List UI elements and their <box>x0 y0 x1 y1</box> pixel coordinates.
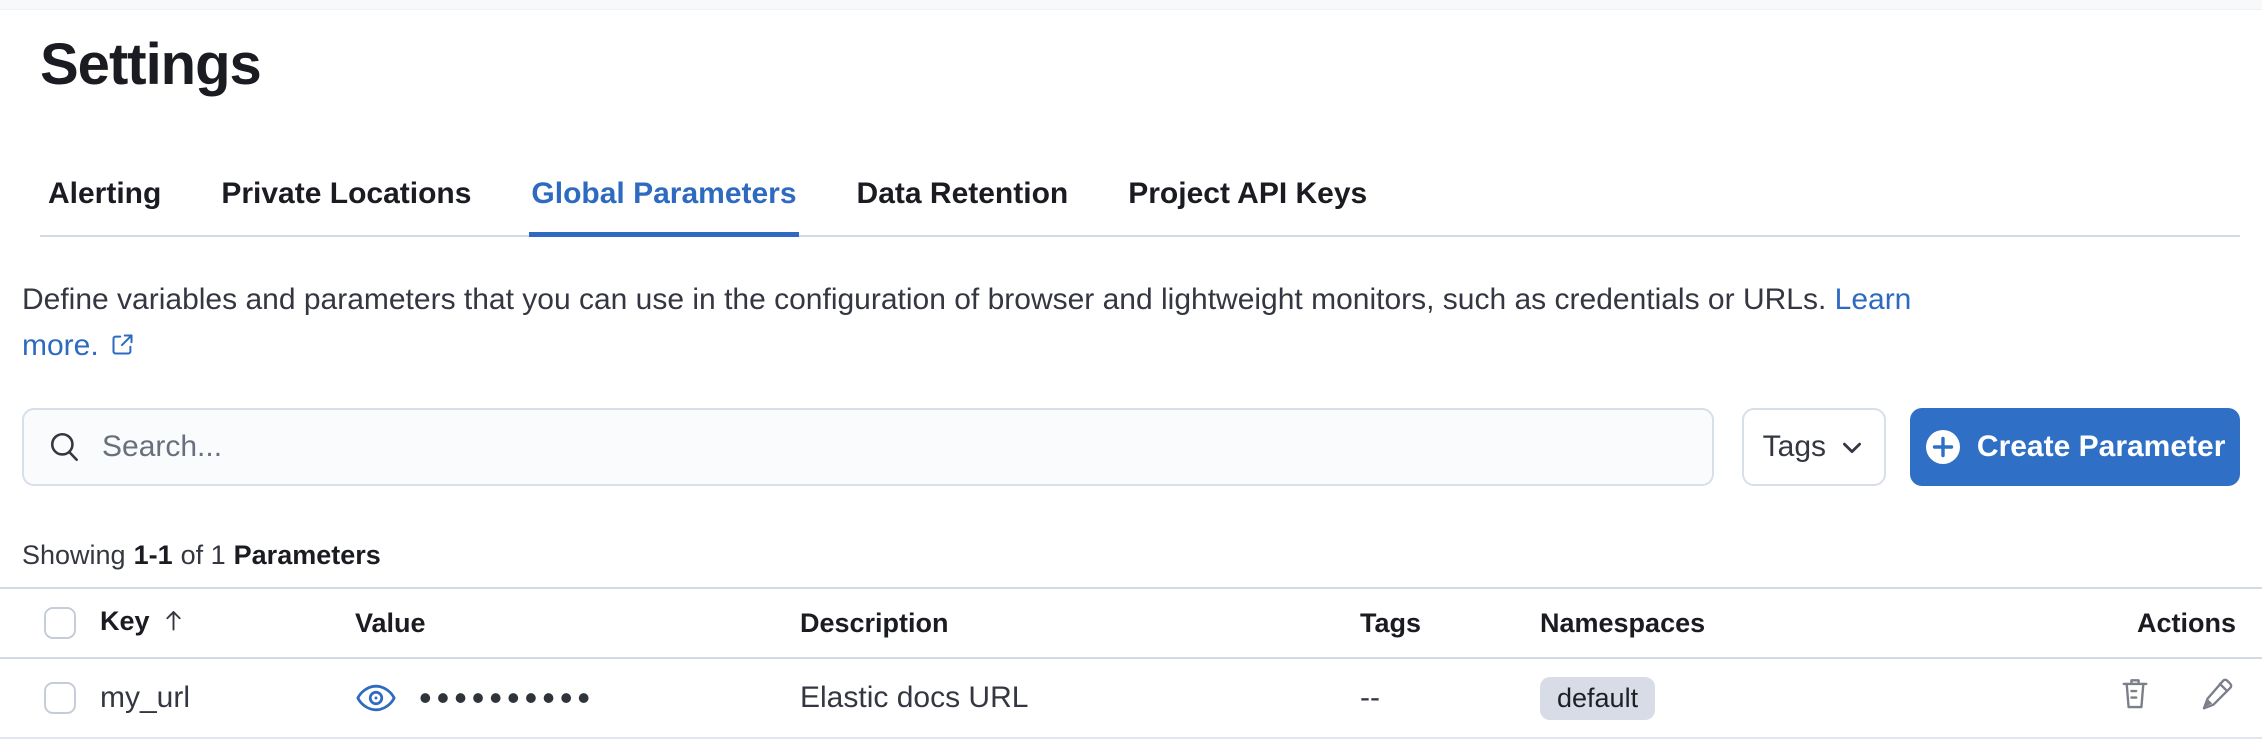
column-header-value: Value <box>355 607 426 638</box>
tab-global-parameters[interactable]: Global Parameters <box>529 170 799 237</box>
popout-icon <box>109 326 136 372</box>
delete-button[interactable] <box>2116 675 2154 713</box>
search-box[interactable] <box>22 408 1715 486</box>
chevron-down-icon <box>1843 442 1862 454</box>
results-range: 1-1 <box>133 540 173 570</box>
description-text: Define variables and parameters that you… <box>22 283 1827 316</box>
tab-data-retention[interactable]: Data Retention <box>855 170 1071 237</box>
window-top-edge <box>0 0 2262 10</box>
trash-icon <box>2122 679 2148 709</box>
pencil-icon <box>2202 678 2233 710</box>
create-parameter-button[interactable]: Create Parameter <box>1910 408 2240 486</box>
plus-in-circle-icon <box>1925 430 1960 464</box>
namespace-badge: default <box>1540 676 1656 720</box>
column-header-description: Description <box>800 607 949 638</box>
sort-ascending-icon <box>160 610 187 640</box>
tabs-bar: Alerting Private Locations Global Parame… <box>40 170 2240 237</box>
table-header-row: Key Value Description Tags Namespaces Ac… <box>0 588 2262 658</box>
edit-button[interactable] <box>2198 675 2236 713</box>
cell-description: Elastic docs URL <box>800 681 1029 714</box>
row-checkbox[interactable] <box>44 682 76 714</box>
column-header-key[interactable]: Key <box>80 588 335 658</box>
column-header-actions: Actions <box>2136 607 2236 638</box>
column-header-tags: Tags <box>1360 607 1422 638</box>
results-entity: Parameters <box>233 540 381 570</box>
search-icon <box>50 432 78 462</box>
select-all-checkbox[interactable] <box>44 607 76 639</box>
tab-alerting[interactable]: Alerting <box>46 170 163 237</box>
page-title: Settings <box>40 32 262 97</box>
masked-value: •••••••••• <box>419 677 596 718</box>
search-input[interactable] <box>100 429 1689 465</box>
table-row: my_url •••••••••• Elastic docs URL -- de… <box>0 658 2262 738</box>
column-header-namespaces: Namespaces <box>1540 607 1706 638</box>
cell-value: •••••••••• <box>355 677 780 719</box>
toolbar: Tags Create Parameter <box>22 408 2240 486</box>
tab-project-api-keys[interactable]: Project API Keys <box>1126 170 1369 237</box>
tags-filter-button[interactable]: Tags <box>1742 408 1887 486</box>
eye-icon[interactable] <box>355 683 397 713</box>
parameters-table: Key Value Description Tags Namespaces Ac… <box>0 587 2262 739</box>
page-description: Define variables and parameters that you… <box>22 277 2202 372</box>
tab-private-locations[interactable]: Private Locations <box>219 170 473 237</box>
cell-key: my_url <box>100 681 191 714</box>
tabs: Alerting Private Locations Global Parame… <box>46 170 2240 237</box>
cell-tags: -- <box>1360 681 1380 714</box>
